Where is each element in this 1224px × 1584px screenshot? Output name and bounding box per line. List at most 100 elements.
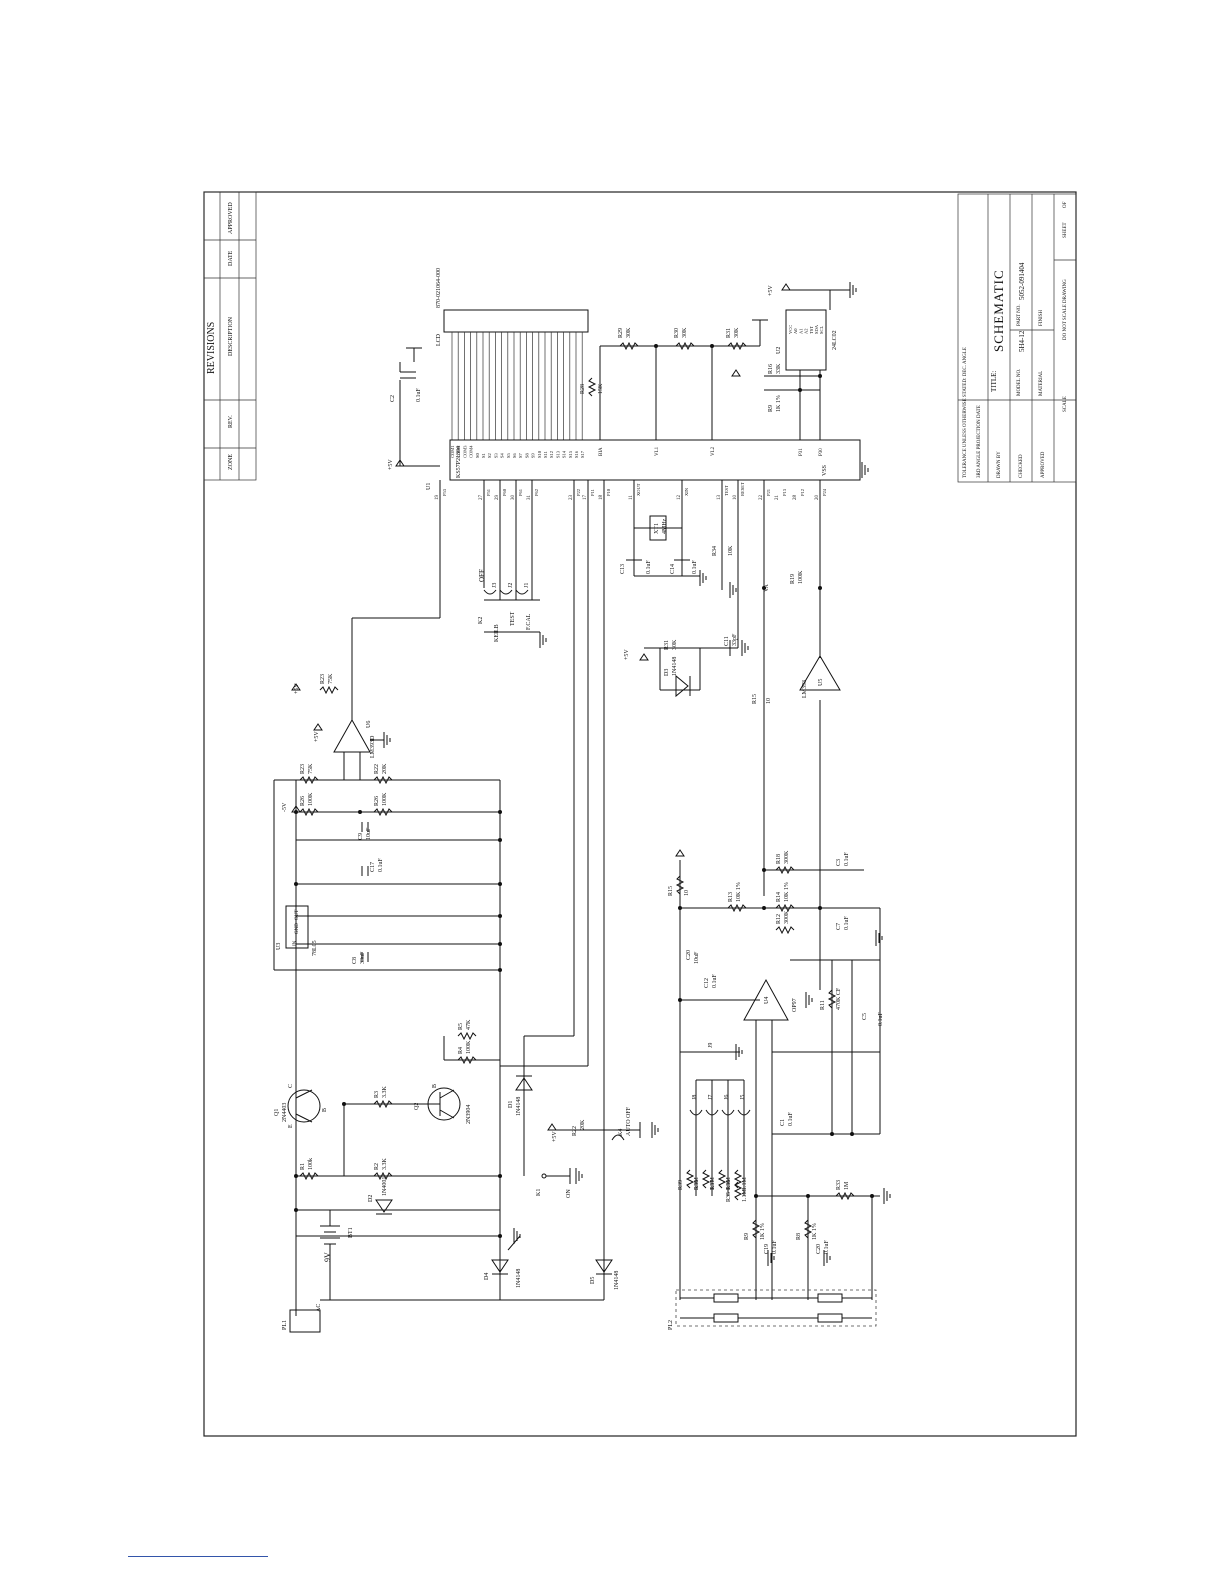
u1-left-pin-p62: P62 bbox=[534, 489, 539, 496]
r19-ref: R19 bbox=[790, 574, 796, 584]
comparator-u5: U5 LM393 VA R19 100K R15 10 bbox=[752, 570, 841, 704]
c8-ref: C8 bbox=[352, 957, 358, 964]
analog-wiring bbox=[678, 586, 881, 1300]
range-jumpers: J8 J7 J6 J5 J9 bbox=[689, 1043, 751, 1116]
u1-pin-s7: S7 bbox=[518, 452, 523, 458]
c13-ref: C11 bbox=[724, 636, 730, 646]
u1-pin-s12: S12 bbox=[549, 451, 554, 458]
lcd-part: 870-021064-000 bbox=[436, 268, 442, 308]
pl1-ref: PL1 bbox=[282, 1320, 288, 1330]
u2-pin-a0: A0 bbox=[793, 328, 798, 334]
r2-value: 3.3K bbox=[382, 1158, 388, 1171]
u1-pin-s9: S9 bbox=[531, 452, 536, 458]
k2-label: KEILB bbox=[494, 624, 500, 642]
tb-scale-label: SCALE bbox=[1063, 396, 1068, 412]
j1-ref: J1 bbox=[524, 583, 530, 588]
u1-pin-vl2: VL2 bbox=[711, 446, 716, 456]
d2-ref: D2 bbox=[368, 1195, 374, 1202]
c14-ref: C12 bbox=[704, 978, 710, 988]
q1-part: 2N4403 bbox=[282, 1103, 288, 1122]
c9-value: 10uF bbox=[694, 951, 700, 964]
c20-value: 0.1uF bbox=[824, 1240, 830, 1255]
c3-ref: C3 bbox=[836, 859, 842, 866]
supply-arrow-icon bbox=[675, 849, 685, 857]
vcc-label-u6: +5V bbox=[314, 731, 320, 742]
rev-col-approved: APPROVED bbox=[228, 202, 234, 234]
bt1-value: 9V bbox=[323, 1252, 332, 1262]
ground-icon bbox=[383, 732, 391, 748]
footnote-rule bbox=[128, 1556, 268, 1557]
q1-pin-c: C bbox=[288, 1084, 294, 1088]
j2-ref: J2 bbox=[508, 583, 514, 588]
tb-title: SCHEMATIC bbox=[991, 269, 1006, 352]
reset-circuit: D3 1N4148 R31 30K C11 33pF +5V bbox=[624, 633, 738, 698]
u1-pin-s1: S1 bbox=[481, 453, 486, 458]
tb-no-scale: DO NOT SCALE DRAWING bbox=[1063, 279, 1068, 340]
c14-value: 0.1uF bbox=[712, 974, 718, 989]
u1-pin-number: 20 bbox=[815, 495, 820, 501]
r2-ref: R2 bbox=[374, 1163, 380, 1170]
r26-value: 100K bbox=[382, 792, 388, 806]
j7-label: J7 bbox=[708, 1095, 714, 1100]
r18-value: 300K bbox=[784, 850, 790, 864]
r4-ref: R4 bbox=[458, 1047, 464, 1054]
switch-k1: K1 ON bbox=[536, 1168, 572, 1198]
u1-pin-s8: S8 bbox=[524, 452, 529, 458]
u2-pin-a2: A2 bbox=[804, 329, 809, 335]
resistor-r3 bbox=[373, 1099, 393, 1109]
r37-value: 1.1M bbox=[726, 1177, 732, 1191]
r39-value: 5.1M bbox=[694, 1177, 700, 1191]
u1-pin-number: 10 bbox=[733, 495, 738, 501]
u1-pin-number: 23 bbox=[569, 495, 574, 501]
supply-arrow-icon bbox=[313, 723, 323, 731]
r27-ref: R31 bbox=[664, 640, 670, 650]
ground-icon bbox=[861, 462, 869, 478]
ground-icon bbox=[741, 640, 749, 656]
u1-left-pin-p21: P21 bbox=[766, 489, 771, 496]
r30-value: 30K bbox=[682, 327, 688, 338]
r39-ref: R39 bbox=[678, 1180, 684, 1190]
r26-value: 100K bbox=[308, 792, 314, 806]
u1-pin-number: 30 bbox=[511, 495, 516, 501]
resistor-r8 bbox=[803, 1219, 813, 1239]
u1-pin-number: 27 bbox=[479, 495, 484, 501]
c17-value: 0.1uF bbox=[378, 858, 384, 873]
r34-ref: R34 bbox=[712, 546, 718, 556]
c11-value: 0.1uF bbox=[646, 560, 652, 575]
supply-arrow-icon bbox=[781, 283, 791, 291]
r16-ref: R15 bbox=[752, 694, 758, 704]
c8-value: 33uF bbox=[360, 951, 366, 964]
d2-part: 1N4001 bbox=[382, 1177, 388, 1196]
resistor-r14 bbox=[775, 903, 795, 913]
r23-ref: R23 bbox=[300, 764, 306, 774]
d1-ref: D1 bbox=[508, 1101, 514, 1108]
r28-ref: R28 bbox=[580, 384, 586, 394]
transistor-q1: Q1 2N4403 C E B bbox=[274, 1084, 328, 1128]
r10-ref: R9 bbox=[768, 405, 774, 412]
r38-value: 1.1M bbox=[710, 1177, 716, 1191]
rev-col-rev: REV. bbox=[228, 415, 234, 428]
r36-value: 1.1M bbox=[742, 1177, 748, 1191]
resistor-r33 bbox=[835, 1191, 855, 1201]
r12-value: 300K bbox=[784, 910, 790, 924]
r3-value: 3.3K bbox=[382, 1086, 388, 1099]
j2-label: TEST bbox=[510, 611, 516, 626]
resistor-r23 bbox=[319, 685, 339, 695]
tb-part: 5052-091404 bbox=[1018, 262, 1026, 300]
resistor-r28 bbox=[587, 377, 597, 397]
u1-left-pin-xin: XIN bbox=[684, 487, 689, 496]
c10-value: 10uF bbox=[366, 827, 372, 840]
bt1-ref: BT1 bbox=[348, 1227, 354, 1238]
diode-d1: D1 1N4148 bbox=[508, 1075, 533, 1116]
u4-part: OP97 bbox=[792, 998, 798, 1012]
r11-ref: R11 bbox=[820, 1000, 826, 1010]
u1-pin-s3: S3 bbox=[493, 452, 498, 458]
ground-icon bbox=[575, 1168, 583, 1184]
drawing-border bbox=[203, 191, 1077, 1437]
r38-ref: R38 bbox=[694, 1180, 700, 1190]
